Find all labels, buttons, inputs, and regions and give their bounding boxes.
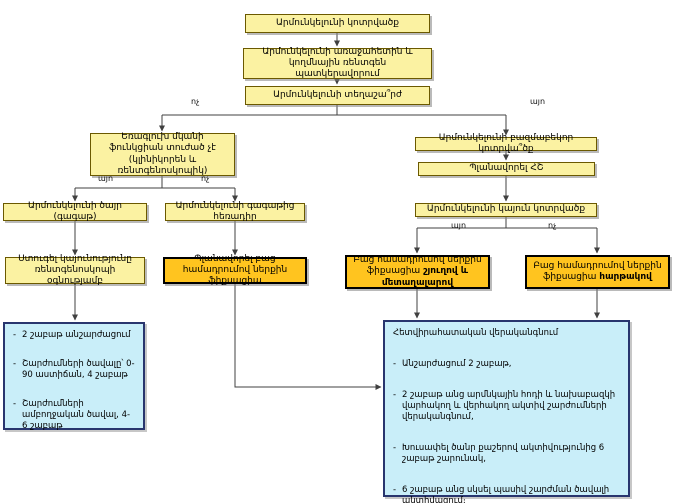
node-label: Արմունկելունի կայուն կոտրվածք <box>426 204 586 215</box>
node-label: Արմունկելունի կոտրվածք <box>275 17 400 28</box>
node-displacement-question: Արմունկելունի տեղաշա՞րժ <box>245 86 430 105</box>
node-label: Պլանավորել ՀՇ <box>469 163 544 174</box>
bullet-dash: - <box>393 485 397 496</box>
list-item: - Շարժումների ծավալը՝ 0-90 աստիճան, 4 շա… <box>13 359 135 381</box>
node-orif-plate: Բաց համադրումով ներքին ֆիքսացիա հարթակով <box>525 255 670 289</box>
node-check-stability-fluoroscope: Ստուգել կայունությունը ռենտգենոսկոպի օգն… <box>5 254 145 286</box>
list-item: - Անշարժացում 2 շաբաթ, <box>393 359 512 370</box>
node-label: Բաց համադրումով ներքին ֆիքսացիա շյուղով … <box>353 255 482 288</box>
edge-label-no: ոչ <box>201 174 210 183</box>
list-item: - Շարժումների ամբողջական ծավալ, 4-6 շաբա… <box>13 399 131 432</box>
bullet-dash: - <box>393 390 397 401</box>
node-label: Ստուգել կայունությունը ռենտգենոսկոպի օգն… <box>18 253 132 287</box>
rehab-postoperative-box: Հետվիրահատական վերականգնում - Անշարժացու… <box>383 320 630 503</box>
bullet-dash: - <box>13 359 17 370</box>
node-olecranon-fracture: Արմունկելունի կոտրվածք <box>245 14 430 33</box>
bullet-dash: - <box>393 443 397 454</box>
node-label: Արմունկելունի բազմաբեկոր կոտրվա՞ծք <box>438 132 574 154</box>
node-label: Արմունկելունի գագաթից հեռադիր <box>175 200 295 222</box>
rehab-title: Հետվիրահատական վերականգնում <box>393 328 559 338</box>
bullet-dash: - <box>393 359 397 370</box>
rehab-conservative-box: - 2 շաբաթ անշարժացում - Շարժումների ծավա… <box>3 322 145 432</box>
list-item: - 2 շաբաթ անց արմնկային հոդի և նախաբազկի… <box>393 390 616 423</box>
node-label: Եռագլուխ մկանի ֆունկցիան տուժած չէ (կլին… <box>109 132 216 176</box>
node-triceps-function: Եռագլուխ մկանի ֆունկցիան տուժած չէ (կլին… <box>90 132 235 176</box>
edge-label-yes: այո <box>451 221 467 230</box>
edge-label-no: ոչ <box>191 97 200 106</box>
list-item: - 6 շաբաթ անց սկսել պասիվ շարժման ծավալի… <box>393 485 620 503</box>
list-item: - 2 շաբաթ անշարժացում <box>13 330 131 340</box>
node-olecranon-tip: Արմունկելունի ծայր (գագաթ) <box>3 200 147 222</box>
node-label: Արմունկելունի ծայր (գագաթ) <box>28 200 122 222</box>
node-orif-tension-band-wire: Բաց համադրումով ներքին ֆիքսացիա շյուղով … <box>345 255 490 289</box>
list-item: - Խուսափել ծանր քաշերով ակտիվությունից 6… <box>393 443 605 465</box>
node-label: Բաց համադրումով ներքին ֆիքսացիա հարթակով <box>533 260 662 282</box>
node-stable-fracture: Արմունկելունի կայուն կոտրվածք <box>415 203 597 217</box>
node-plan-orif: Պլանավորել բաց համադրումով ներքին ֆիքսաց… <box>163 254 307 286</box>
edge-label-yes: այո <box>98 174 114 183</box>
bullet-dash: - <box>13 330 17 340</box>
bullet-dash: - <box>13 399 17 410</box>
node-label: Արմունկելունի տեղաշա՞րժ <box>273 89 402 100</box>
node-label: Արմունկելունի առաջահետին և կողմնային ռեն… <box>262 46 413 80</box>
node-ap-lateral-xray: Արմունկելունի առաջահետին և կողմնային ռեն… <box>243 46 432 80</box>
node-comminuted-question: Արմունկելունի բազմաբեկոր կոտրվա՞ծք <box>415 133 597 154</box>
node-plan-ct: Պլանավորել ՀՇ <box>418 162 595 176</box>
node-distal-to-apex: Արմունկելունի գագաթից հեռադիր <box>165 200 305 222</box>
edge-label-yes: այո <box>530 97 546 106</box>
node-label: Պլանավորել բաց համադրումով ներքին ֆիքսաց… <box>182 253 288 287</box>
edge-label-no: ոչ <box>548 221 557 230</box>
